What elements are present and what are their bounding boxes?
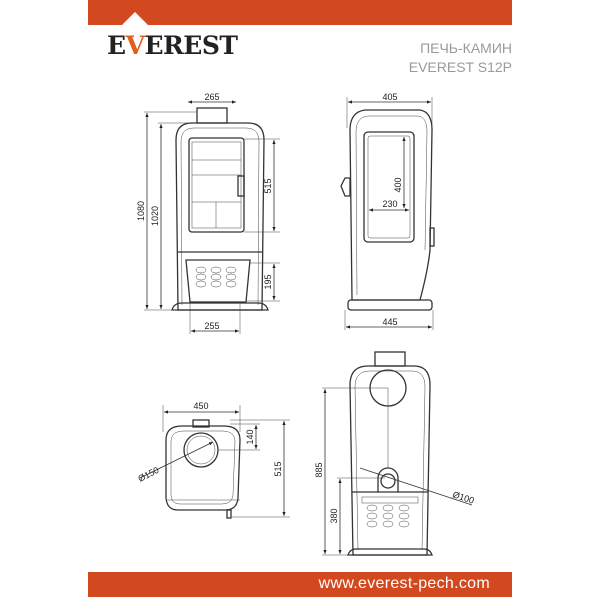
vent-holes bbox=[195, 266, 237, 288]
brand-logo: EVEREST bbox=[107, 31, 238, 60]
dim-flue-height: 885 bbox=[314, 462, 324, 477]
rear-view: 885 380 Ø100 bbox=[314, 351, 475, 556]
dim-glass-height: 400 bbox=[393, 177, 403, 192]
dim-front-width: 265 bbox=[204, 92, 219, 102]
header-bar bbox=[88, 0, 512, 25]
dim-flue-offset: 140 bbox=[245, 429, 255, 444]
dim-flue-diameter: Ø150 bbox=[136, 465, 160, 484]
flame-icon: V bbox=[125, 31, 145, 60]
dim-total-height: 1080 bbox=[136, 201, 146, 221]
logo-notch bbox=[122, 12, 148, 25]
dim-body-height: 1020 bbox=[150, 206, 160, 226]
dim-top-depth: 515 bbox=[273, 461, 283, 476]
dim-inlet-height: 380 bbox=[329, 508, 339, 523]
dim-side-width: 405 bbox=[382, 92, 397, 102]
dim-glass-width: 230 bbox=[382, 199, 397, 209]
dim-ash-height: 195 bbox=[263, 274, 273, 289]
title-line2: EVEREST S12P bbox=[408, 59, 512, 75]
dim-door-height: 515 bbox=[263, 178, 273, 193]
title-line1: ПЕЧЬ-КАМИН bbox=[420, 40, 512, 56]
side-view: 405 400 230 445 bbox=[340, 92, 435, 330]
product-title: ПЕЧЬ-КАМИН EVEREST S12P bbox=[409, 39, 512, 77]
dim-top-width: 450 bbox=[193, 401, 208, 411]
top-view: 450 140 515 Ø150 bbox=[136, 401, 290, 519]
logo-e: E bbox=[107, 31, 126, 60]
dim-side-base: 445 bbox=[382, 317, 397, 327]
dim-inlet-diameter: Ø100 bbox=[451, 489, 475, 505]
website-link[interactable]: www.everest-pech.com bbox=[318, 575, 490, 592]
footer-bar bbox=[88, 572, 512, 597]
rear-vent-holes bbox=[366, 504, 410, 528]
dim-base-width: 255 bbox=[204, 321, 219, 331]
front-view: 265 1080 1020 515 195 255 bbox=[136, 92, 280, 334]
logo-rest: EREST bbox=[144, 31, 238, 60]
